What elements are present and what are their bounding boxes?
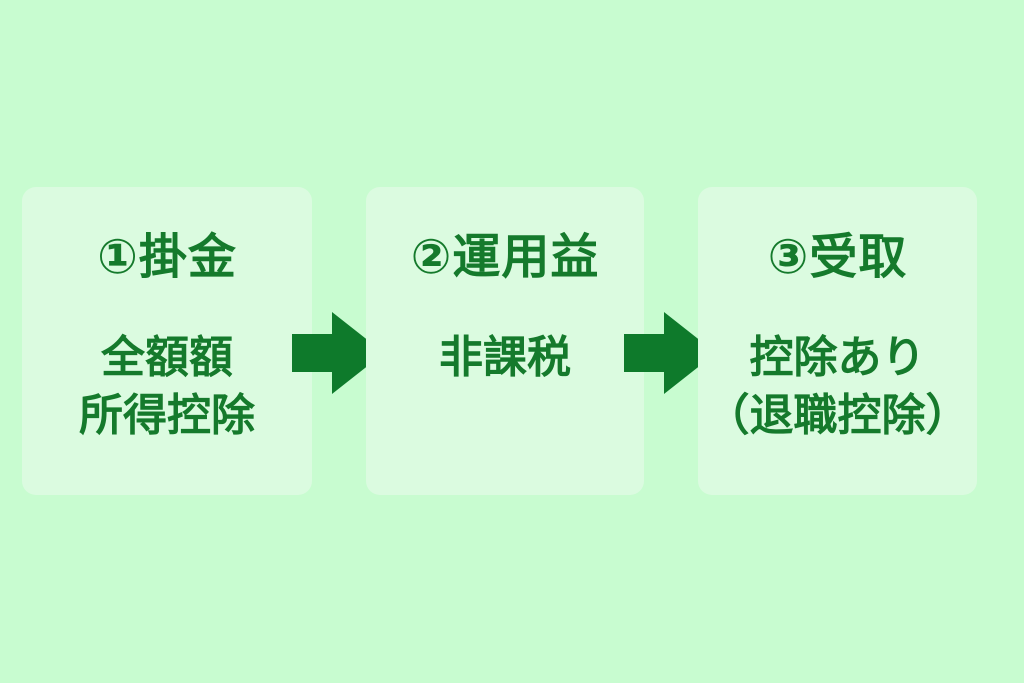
step-description-line: 控除あり bbox=[749, 332, 926, 383]
step-description-line: 所得控除 bbox=[79, 390, 255, 441]
right-arrow-icon bbox=[292, 312, 384, 394]
step-description: 控除あり （退職控除） bbox=[698, 329, 977, 445]
step-card-3: ③受取 控除あり （退職控除） bbox=[698, 187, 977, 495]
step-title: ③受取 bbox=[767, 229, 908, 285]
step-description: 全額額 所得控除 bbox=[22, 329, 312, 445]
step-description: 非課税 bbox=[366, 329, 644, 387]
step-title: ①掛金 bbox=[97, 229, 237, 285]
step-description-line: （退職控除） bbox=[705, 390, 970, 441]
step-card-2: ②運用益 非課税 bbox=[366, 187, 644, 495]
step-card-1: ①掛金 全額額 所得控除 bbox=[22, 187, 312, 495]
right-arrow-icon bbox=[624, 312, 716, 394]
step-title: ②運用益 bbox=[410, 229, 600, 285]
step-description-line: 非課税 bbox=[439, 332, 571, 383]
step-description-line: 全額額 bbox=[101, 332, 233, 383]
